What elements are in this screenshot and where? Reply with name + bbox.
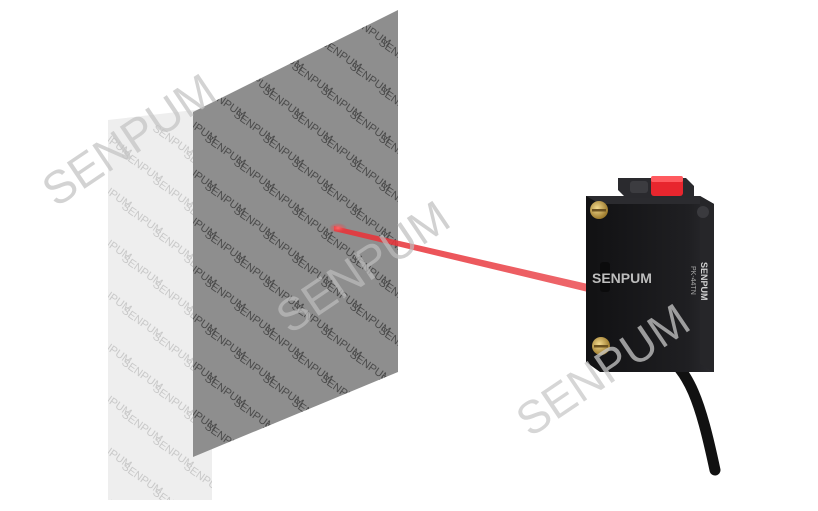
pattern-text: SENPUM <box>405 445 450 482</box>
pattern-text: SENPUM <box>231 445 276 482</box>
sensor-body: SENPUM SENPUM PK-44TN <box>586 176 714 372</box>
pattern-text: SENPUM <box>376 373 421 410</box>
target-panel-front <box>193 10 398 457</box>
adjust-screw-icon <box>697 206 709 218</box>
pattern-text: SENPUM <box>260 421 305 458</box>
pattern-text: SENPUM <box>347 445 392 482</box>
pattern-text: SENPUM <box>405 13 450 50</box>
pattern-text: SENPUM <box>376 421 421 458</box>
pattern-text: SENPUM <box>405 301 450 338</box>
pattern-text: SENPUM <box>173 13 218 50</box>
laser-beam <box>334 226 588 292</box>
laser-spot <box>329 223 347 233</box>
indicator-led <box>630 181 648 193</box>
pattern-text: SENPUM <box>212 487 257 511</box>
pattern-text: SENPUM <box>405 397 450 434</box>
pattern-text: SENPUM <box>405 349 450 386</box>
pattern-text: SENPUM <box>347 397 392 434</box>
brand-label-side: SENPUM <box>699 262 709 301</box>
pattern-text: SENPUM <box>318 421 363 458</box>
pattern-text: SENPUM <box>405 157 450 194</box>
pattern-text: SENPUM <box>405 109 450 146</box>
sensor-lens <box>600 262 610 292</box>
pattern-text: SENPUM <box>231 13 276 50</box>
pattern-text: SENPUM <box>289 13 334 50</box>
target-panel-back <box>108 108 212 500</box>
pattern-text: SENPUM <box>289 445 334 482</box>
model-label: PK-44TN <box>689 266 696 295</box>
pattern-text: SENPUM <box>202 37 247 74</box>
brand-label-front: SENPUM <box>592 270 652 286</box>
pattern-text: SENPUM <box>405 61 450 98</box>
